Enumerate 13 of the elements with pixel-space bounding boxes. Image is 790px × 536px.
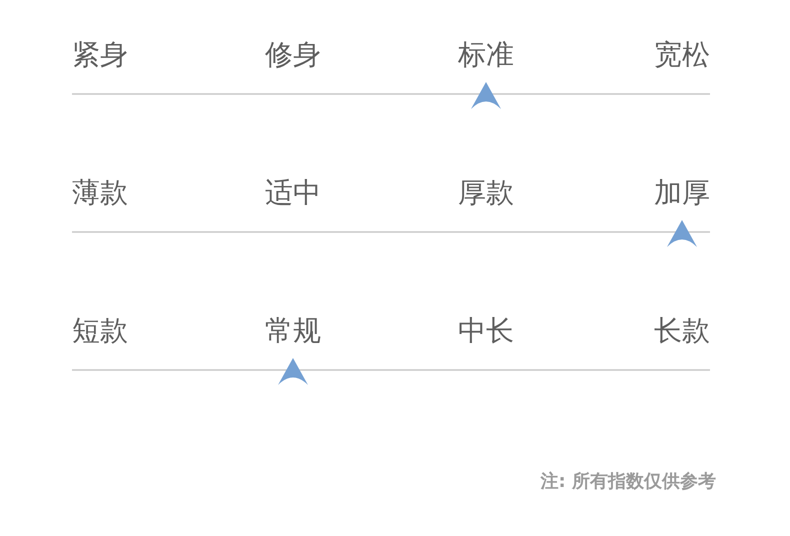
scale-label: 常规 [265, 314, 321, 348]
scale-label: 标准 [458, 38, 514, 72]
scale-label: 修身 [265, 38, 321, 72]
scale-label: 宽松 [654, 38, 710, 72]
scale-label: 厚款 [458, 176, 514, 210]
note-text: 注: 所有指数仅供参考 [540, 470, 716, 494]
scale-label: 长款 [654, 314, 710, 348]
scale-label: 加厚 [654, 176, 710, 210]
scale-label: 紧身 [72, 38, 128, 72]
scale-label: 适中 [265, 176, 321, 210]
scale-label: 薄款 [72, 176, 128, 210]
scale-label: 中长 [458, 314, 514, 348]
scale-label: 短款 [72, 314, 128, 348]
